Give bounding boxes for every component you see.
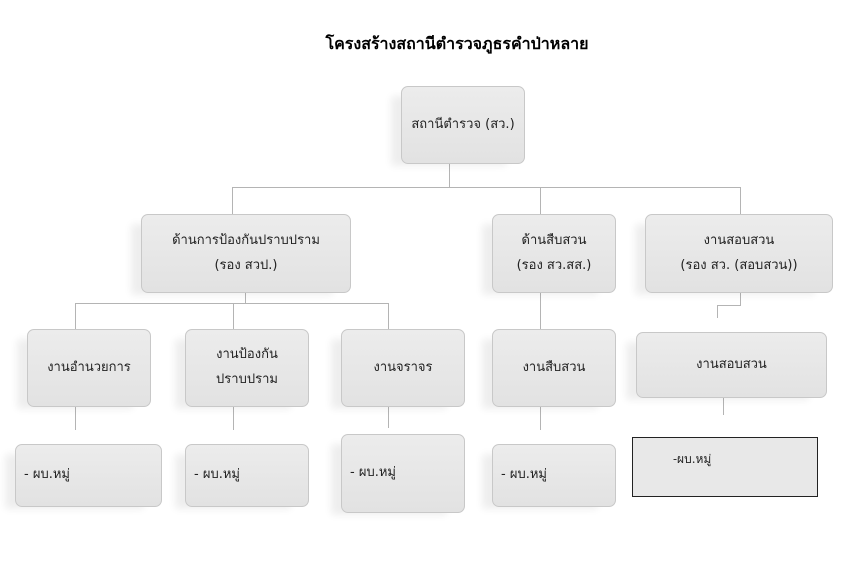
connector <box>723 397 724 415</box>
root-node: สถานีตำรวจ (สว.) <box>401 86 525 164</box>
node-sublabel: (รอง สว.สส.) <box>516 257 592 273</box>
unit-node-investigation: งานสืบสวน <box>492 329 616 407</box>
connector <box>75 406 76 430</box>
connector <box>540 292 541 329</box>
connector <box>388 406 389 428</box>
leaf-node: -ผบ.หมู่ <box>632 437 818 497</box>
leaf-node: - ผบ.หมู่ <box>15 444 162 507</box>
connector <box>233 303 234 329</box>
connector <box>388 303 389 329</box>
node-sublabel: (รอง สวป.) <box>214 257 278 273</box>
unit-node-traffic: งานจราจร <box>341 329 465 407</box>
node-label: - ผบ.หมู่ <box>24 467 70 483</box>
node-label: สถานีตำรวจ (สว.) <box>411 116 515 132</box>
connector <box>233 406 234 430</box>
node-label: งานสืบสวน <box>522 359 586 375</box>
node-sublabel: (รอง สว. (สอบสวน)) <box>680 257 798 273</box>
connector <box>740 187 741 214</box>
node-label: -ผบ.หมู่ <box>673 452 712 466</box>
connector <box>717 305 718 318</box>
connector <box>540 406 541 430</box>
node-sublabel: ปราบปราม <box>216 372 278 387</box>
node-label: - ผบ.หมู่ <box>350 465 396 481</box>
division-node-inquiry: งานสอบสวน (รอง สว. (สอบสวน)) <box>645 214 833 293</box>
division-node-investigation: ด้านสืบสวน (รอง สว.สส.) <box>492 214 616 293</box>
chart-title: โครงสร้างสถานีตำรวจภูธรคำป่าหลาย <box>325 34 589 53</box>
leaf-node: - ผบ.หมู่ <box>185 444 309 507</box>
node-label: งานอำนวยการ <box>47 359 131 375</box>
node-label: งานป้องกัน <box>216 347 278 363</box>
unit-node-inquiry: งานสอบสวน <box>636 332 827 398</box>
node-label: งานสอบสวน <box>703 232 775 248</box>
connector <box>232 187 233 214</box>
connector <box>75 303 389 304</box>
unit-node-prevention: งานป้องกัน ปราบปราม <box>185 329 309 407</box>
connector <box>245 292 246 303</box>
node-label: งานจราจร <box>373 359 433 375</box>
node-label: ด้านสืบสวน <box>521 232 587 248</box>
connector <box>717 305 741 306</box>
connector <box>540 187 541 214</box>
node-label: - ผบ.หมู่ <box>501 467 547 483</box>
node-label: ด้านการป้องกันปราบปราม <box>172 232 320 248</box>
connector <box>232 187 741 188</box>
node-label: - ผบ.หมู่ <box>194 467 240 483</box>
division-node-prevention: ด้านการป้องกันปราบปราม (รอง สวป.) <box>141 214 351 293</box>
connector <box>75 303 76 329</box>
unit-node-administration: งานอำนวยการ <box>27 329 151 407</box>
node-label: งานสอบสวน <box>696 356 767 372</box>
connector <box>449 163 450 187</box>
leaf-node: - ผบ.หมู่ <box>341 434 465 513</box>
connector <box>740 292 741 305</box>
leaf-node: - ผบ.หมู่ <box>492 444 616 507</box>
